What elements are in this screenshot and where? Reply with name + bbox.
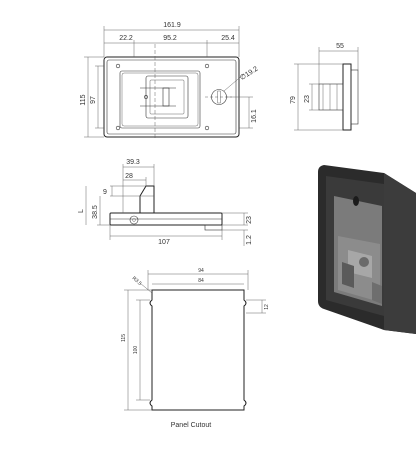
dim-hole-offset: 16.1 xyxy=(251,109,258,123)
dim-overall-height: 115 xyxy=(80,94,87,105)
dim-inner-height: 97 xyxy=(90,96,97,104)
dim-115: 115 xyxy=(121,334,127,342)
dim-28: 28 xyxy=(125,173,133,180)
side-view: 55 79 23 xyxy=(290,43,359,131)
product-render xyxy=(318,165,416,334)
dim-hole: ∅19.2 xyxy=(239,65,260,81)
dim-1-2: 1.2 xyxy=(246,235,253,245)
section-view: 39.3 28 9 38.5 L 23 1.2 107 xyxy=(78,159,253,246)
dim-overall-width: 161.9 xyxy=(163,22,181,29)
dim-side-depth: 55 xyxy=(336,43,344,50)
keyhole-icon xyxy=(211,89,227,105)
dim-left-offset: 22.2 xyxy=(119,35,133,42)
latch-handle-icon xyxy=(140,75,189,119)
dim-94: 94 xyxy=(198,268,204,274)
dim-38-5: 38.5 xyxy=(92,205,99,219)
dim-radius: R3.5 xyxy=(131,276,143,288)
cutout-view: 94 84 R3.5 12 115 100 Panel Cutout xyxy=(121,268,270,429)
dim-84: 84 xyxy=(198,278,204,284)
dim-side-small: 23 xyxy=(304,95,311,103)
dim-9: 9 xyxy=(103,189,107,196)
front-view: 161.9 22.2 95.2 25.4 115 97 ∅19.2 16.1 xyxy=(80,22,260,140)
dim-23: 23 xyxy=(246,216,253,224)
cutout-caption: Panel Cutout xyxy=(171,422,212,429)
dim-39-3: 39.3 xyxy=(126,159,140,166)
dim-side-height: 79 xyxy=(290,96,297,104)
dim-L: L xyxy=(78,209,85,213)
dim-right-offset: 25.4 xyxy=(221,35,235,42)
dim-center: 95.2 xyxy=(163,35,177,42)
dim-107: 107 xyxy=(158,239,170,246)
dim-12: 12 xyxy=(264,304,270,310)
dim-100: 100 xyxy=(133,346,139,355)
